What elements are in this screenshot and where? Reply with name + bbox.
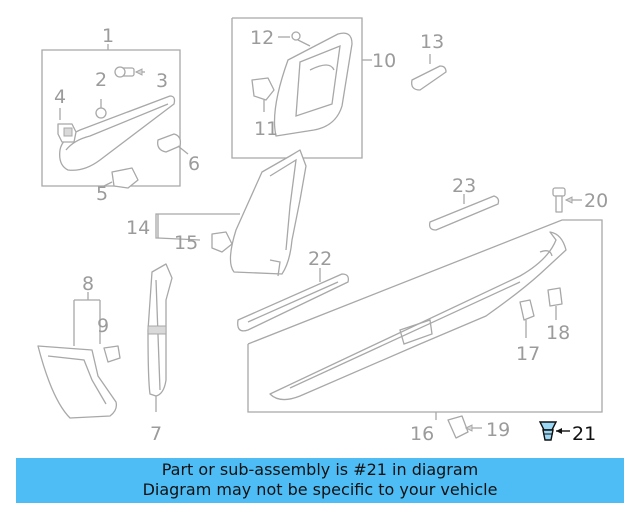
callout-23: 23	[452, 175, 476, 197]
callout-10: 10	[372, 50, 396, 72]
part-13-light	[411, 54, 447, 91]
info-banner: Part or sub-assembly is #21 in diagram D…	[16, 458, 624, 503]
part-10-quarter-trim	[273, 32, 353, 137]
part-23-scuff-plate	[428, 194, 500, 231]
part-2-screw	[95, 99, 107, 119]
part-16-sill-trim	[269, 231, 567, 401]
banner-line-2: Diagram may not be specific to your vehi…	[142, 480, 498, 499]
part-3-bolt	[114, 66, 145, 78]
part-5-clip	[103, 167, 139, 189]
group-16-box	[247, 219, 603, 420]
callout-13: 13	[420, 31, 444, 53]
part-12-screw	[278, 31, 311, 47]
part-14-pillar-trim	[155, 149, 307, 277]
callout-2: 2	[95, 69, 107, 91]
part-7-lower-pillar	[147, 263, 173, 412]
callout-20: 20	[584, 190, 608, 212]
group-10-box	[231, 17, 372, 159]
callout-1: 1	[102, 25, 114, 47]
callout-4: 4	[54, 86, 66, 108]
callout-11: 11	[254, 118, 278, 140]
callout-15: 15	[174, 232, 198, 254]
part-19-clip	[447, 415, 482, 439]
part-8-kick-panel	[37, 292, 118, 419]
callout-17: 17	[516, 343, 540, 365]
part-20-bolt	[552, 187, 582, 213]
part-18-clip	[547, 287, 563, 320]
part-11-clip	[251, 77, 275, 112]
callout-14: 14	[126, 217, 150, 239]
banner-line-1: Part or sub-assembly is #21 in diagram	[161, 460, 479, 479]
part-22-scuff-plate	[237, 268, 350, 332]
callout-3: 3	[156, 70, 168, 92]
part-9-clip	[103, 345, 121, 363]
callout-16: 16	[410, 423, 434, 445]
callout-18: 18	[546, 322, 570, 344]
callout-9: 9	[97, 315, 109, 337]
part-15-clip	[211, 231, 233, 253]
part-6-cap	[157, 133, 189, 155]
callout-21: 21	[572, 423, 596, 445]
callout-7: 7	[150, 423, 162, 445]
callout-5: 5	[96, 183, 108, 205]
callout-8: 8	[82, 273, 94, 295]
group-1-box	[41, 44, 181, 187]
callout-19: 19	[486, 419, 510, 441]
callout-labels: 1 2 3 4 5 6 7 8 9 10 11 12 13 14 15 16 1…	[54, 25, 608, 445]
part-1-upper-garnish	[59, 95, 176, 171]
part-17-clip	[519, 299, 535, 338]
callout-6: 6	[188, 153, 200, 175]
part-21-fastener	[538, 421, 570, 441]
callout-12: 12	[250, 27, 274, 49]
part-4-clip	[57, 108, 77, 143]
callout-22: 22	[308, 248, 332, 270]
